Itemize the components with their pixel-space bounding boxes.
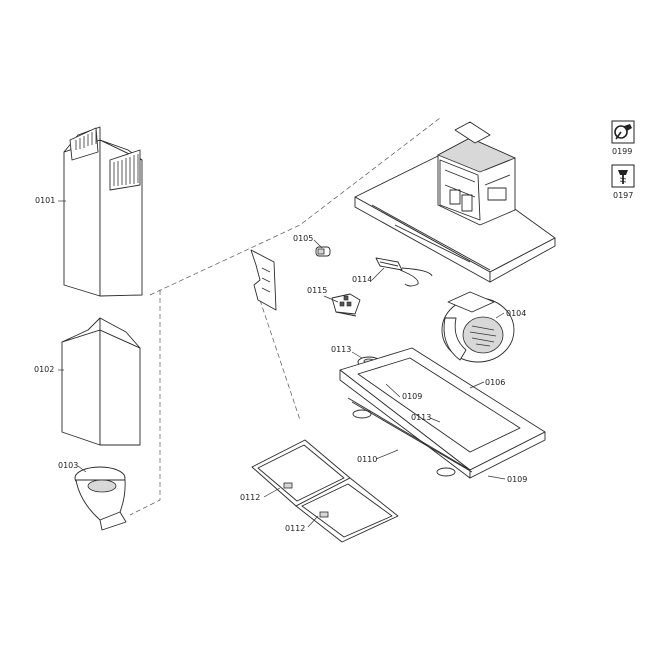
cable-harness [375,257,433,287]
label-0109-top: 0109 [402,392,422,401]
label-0114: 0114 [352,275,372,284]
grease-filter-left [251,439,351,507]
mounting-bracket [250,249,277,311]
bottom-frame-panel [339,347,546,479]
label-0112-right: 0112 [285,524,305,533]
hood-body [354,121,556,283]
label-0103: 0103 [58,461,78,470]
air-outlet-connector [74,466,127,531]
leader-lines [58,200,506,528]
label-0199: 0199 [612,147,632,156]
label-0113-left: 0113 [331,345,351,354]
grease-filter-right [295,477,399,543]
label-0113-right: 0113 [411,413,431,422]
lamp-bulb [315,246,331,257]
lower-chimney-cover [61,317,141,446]
control-module [331,293,361,317]
label-0104: 0104 [506,309,526,318]
wrench-screwdriver-icon [611,120,635,144]
fan-blower-motor [441,291,515,363]
label-0109-bottom: 0109 [507,475,527,484]
label-0110: 0110 [357,455,377,464]
label-0106: 0106 [485,378,505,387]
assembly-guide-lines [129,117,441,516]
label-0112-left: 0112 [240,493,260,502]
label-0105: 0105 [293,234,313,243]
label-0102: 0102 [34,365,54,374]
label-0115: 0115 [307,286,327,295]
screw-icon [611,164,635,188]
label-0101: 0101 [35,196,55,205]
label-0197: 0197 [613,191,633,200]
upper-chimney-cover [63,126,143,297]
